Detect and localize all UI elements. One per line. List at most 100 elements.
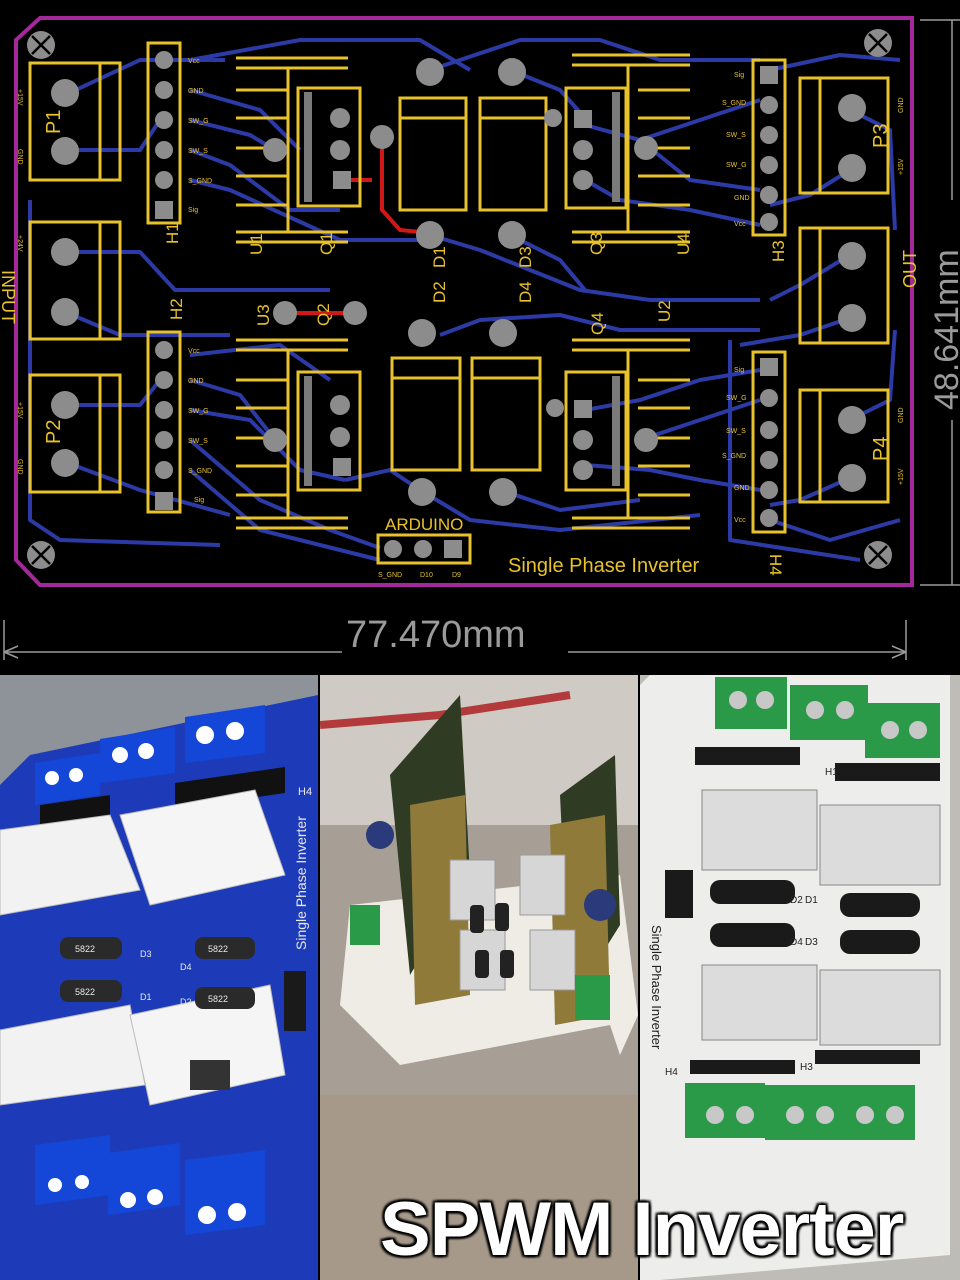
h4-pin-2: SW_G	[726, 395, 747, 402]
header-outlines	[146, 41, 787, 534]
h3-pin-5: GND	[734, 195, 750, 202]
label-d2: D2	[430, 281, 449, 303]
h3-pin-3: SW_S	[726, 132, 746, 139]
finished-board-text: Single Phase Inverter	[649, 925, 664, 1050]
label-h3: H3	[769, 240, 788, 262]
render-3d-svg: H4 5822 5822 5822 5822 D3 D4 D1 D2 Singl…	[0, 695, 318, 1280]
finished-d3: D3	[805, 937, 818, 948]
render-d4: D4	[180, 962, 192, 972]
render-diodes	[60, 937, 255, 1009]
photo-driver-pcb-left	[410, 795, 470, 1005]
label-d1: D1	[430, 246, 449, 268]
label-q2: Q2	[314, 303, 333, 326]
assembled-photo-svg	[320, 675, 638, 1280]
pcb-layout-panel: P1 P2 P3 P4 H1 H2 H3 H4 U1 U2 U3 U4 Q1 Q…	[0, 16, 960, 660]
h3-pin-6: Vcc	[734, 221, 746, 228]
h2-pin-2: GND	[188, 378, 204, 385]
p3-pin-2: +15V	[898, 158, 905, 175]
diode-mark-1: 5822	[75, 944, 95, 954]
dimension-lines	[3, 19, 960, 660]
bottom-traces	[28, 38, 901, 562]
render-d1: D1	[140, 992, 152, 1002]
diode-mark-2: 5822	[208, 944, 228, 954]
p3-pin-1: GND	[898, 97, 905, 113]
assembled-photo-panel	[320, 675, 638, 1280]
label-u3: U3	[254, 304, 273, 326]
through-hole-pads	[51, 51, 866, 558]
finished-labels: D2 D1 D4 D3 H1 H4 H3	[665, 767, 838, 1078]
mosfet-outlines	[296, 86, 628, 492]
h2-pin-1: Vcc	[188, 348, 200, 355]
pin-labels: +15V GND +24V +15V GND GND +15V GND +15V…	[16, 58, 905, 579]
render-d2: D2	[180, 997, 192, 1007]
label-d4: D4	[516, 281, 535, 303]
label-u1: U1	[247, 233, 266, 255]
width-dimension: 77.470mm	[346, 614, 526, 656]
p2-pin-2: GND	[16, 459, 23, 475]
arduino-pin-1: S_GND	[378, 572, 402, 579]
finished-terminals-bottom	[685, 1083, 915, 1140]
h1-pin-5: S_GND	[188, 178, 212, 185]
h3-pin-1: Sig	[734, 72, 744, 79]
height-dimension: 48.641mm	[928, 249, 960, 410]
terminal-blocks	[28, 61, 890, 504]
finished-h4: H4	[665, 1067, 678, 1078]
label-q4: Q4	[588, 312, 607, 335]
p1-pin-2: GND	[16, 149, 23, 165]
render-h4-label: H4	[298, 786, 312, 798]
diode-outlines	[376, 96, 548, 565]
banner-title: SPWM Inverter	[380, 1187, 904, 1272]
label-input: INPUT	[0, 270, 18, 324]
finished-headers	[665, 747, 940, 1074]
finished-d2: D2	[790, 895, 803, 906]
h2-pin-3: SW_G	[188, 408, 209, 415]
label-out: OUT	[900, 250, 920, 288]
h4-pin-1: Sig	[734, 367, 744, 374]
p1-pin-1: +15V	[16, 89, 23, 106]
label-u2: U2	[655, 300, 674, 322]
label-d3: D3	[516, 246, 535, 268]
finished-board-svg: D2 D1 D4 D3 H1 H4 H3 Single Phase Invert…	[640, 675, 960, 1280]
photo-table	[320, 1095, 638, 1280]
render-board-text: Single Phase Inverter	[293, 816, 309, 950]
h2-pin-5: S_GND	[188, 468, 212, 475]
render-3d-panel: H4 5822 5822 5822 5822 D3 D4 D1 D2 Singl…	[0, 675, 318, 1280]
label-h4: H4	[766, 554, 785, 576]
label-u4: U4	[674, 233, 693, 255]
h1-pin-2: GND	[188, 88, 204, 95]
h4-pin-6: Vcc	[734, 517, 746, 524]
h1-pin-6: Sig	[188, 207, 198, 214]
label-h2: H2	[167, 298, 186, 320]
diode-mark-4: 5822	[208, 994, 228, 1004]
h2-pin-4: SW_S	[188, 438, 208, 445]
photo-capacitors	[366, 821, 616, 921]
arduino-label: ARDUINO	[385, 515, 463, 534]
board-outline	[14, 16, 914, 587]
finished-heatsinks	[701, 789, 941, 1046]
p2-pin-1: +15V	[16, 402, 23, 419]
probe-cable	[320, 691, 571, 729]
render-heatsinks	[0, 789, 286, 1106]
arduino-pin-2: D10	[420, 572, 433, 579]
h1-pin-3: SW_G	[188, 118, 209, 125]
ref-designators: P1 P2 P3 P4 H1 H2 H3 H4 U1 U2 U3 U4 Q1 Q…	[0, 110, 920, 576]
render-arduino-header	[284, 971, 306, 1031]
render-terminals-top	[35, 705, 265, 805]
photo-terminals	[350, 905, 610, 1020]
finished-board-panel: D2 D1 D4 D3 H1 H4 H3 Single Phase Invert…	[640, 675, 960, 1280]
label-p2: P2	[43, 420, 65, 444]
render-diode-text: 5822 5822 5822 5822 D3 D4 D1 D2	[75, 944, 228, 1007]
finished-h1: H1	[825, 767, 838, 778]
h2-pin-6: Sig	[194, 497, 204, 504]
label-p1: P1	[43, 110, 65, 134]
heatsinks	[236, 53, 690, 530]
label-p4: P4	[870, 437, 892, 461]
label-h1: H1	[163, 222, 182, 244]
label-p3: P3	[870, 124, 892, 148]
p4-pin-2: +15V	[898, 468, 905, 485]
p4-pin-1: GND	[898, 407, 905, 423]
photo-diodes	[470, 903, 514, 978]
board-title: Single Phase Inverter	[508, 555, 700, 577]
h4-pin-3: SW_S	[726, 428, 746, 435]
finished-h3: H3	[800, 1062, 813, 1073]
